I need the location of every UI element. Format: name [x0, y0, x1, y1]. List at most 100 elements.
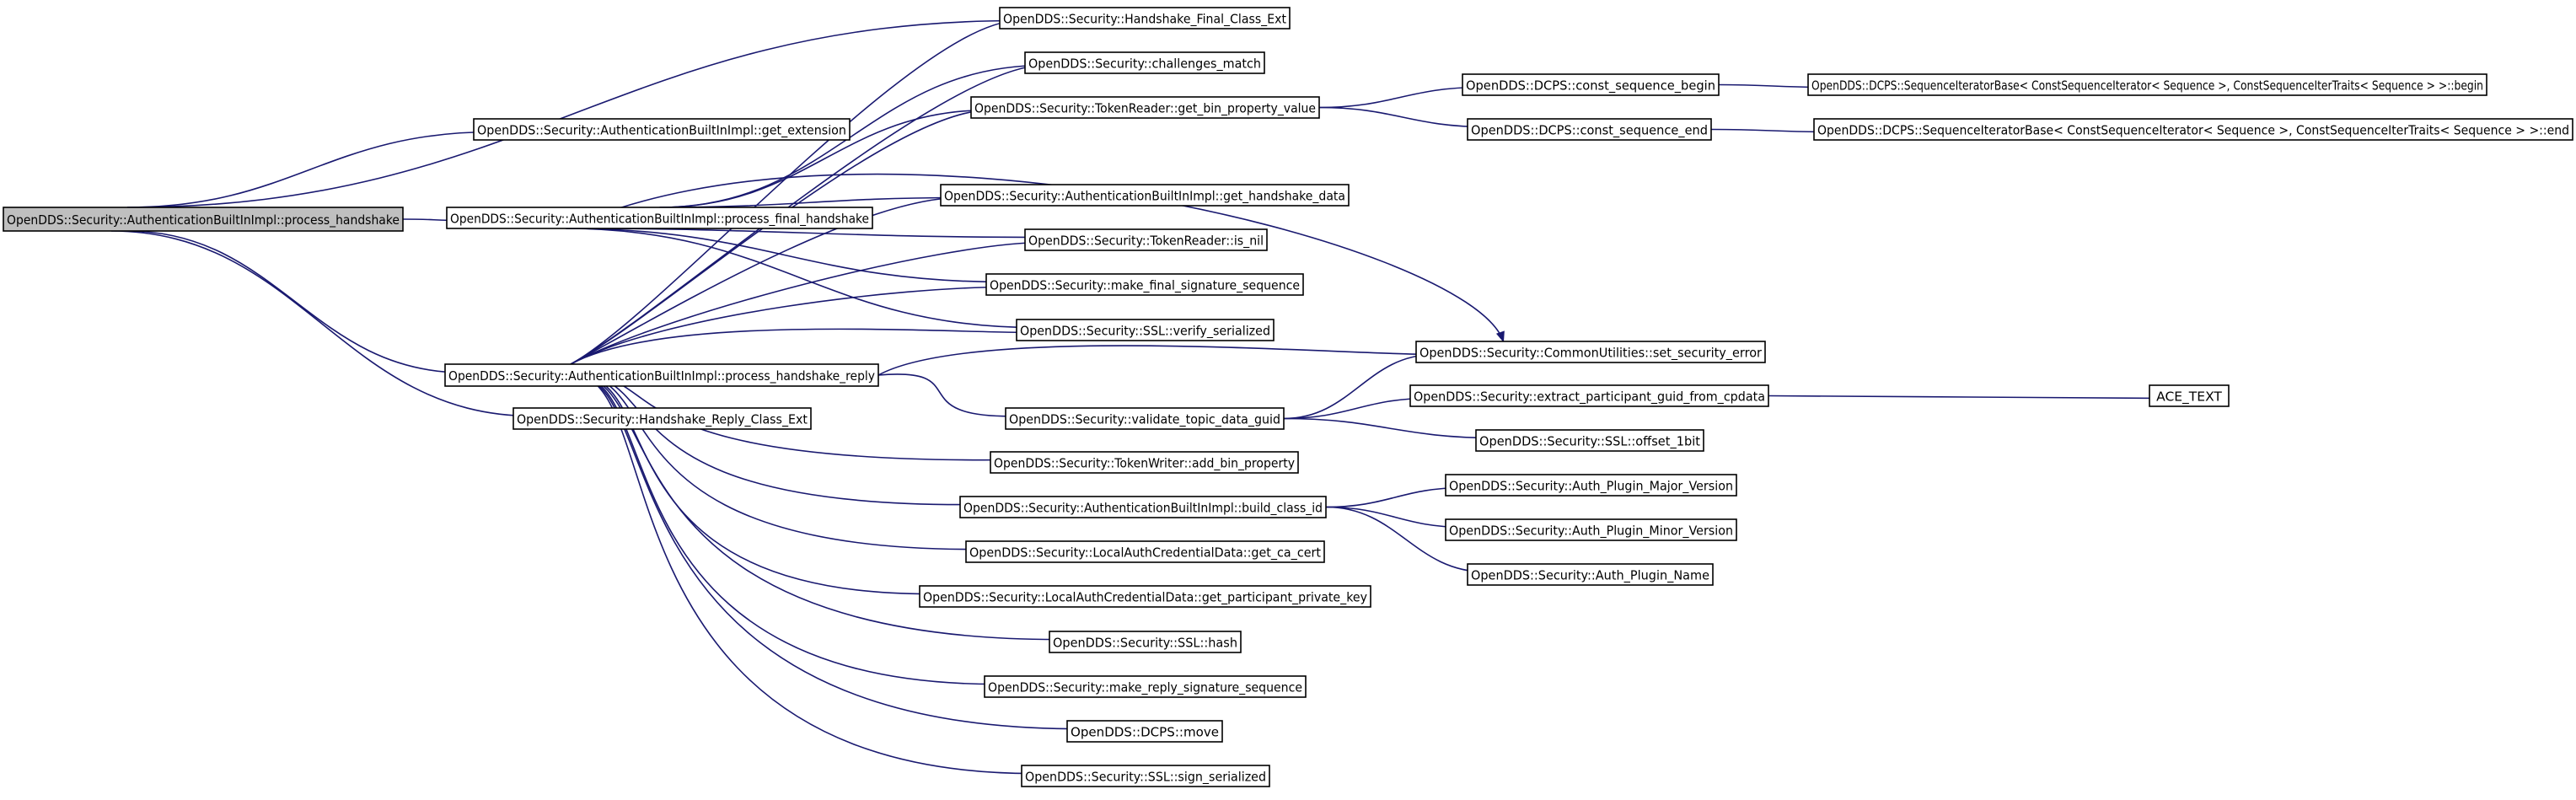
call-edge-build_class_id-to-auth_plugin_name — [1325, 506, 1488, 577]
edge-line — [126, 131, 493, 208]
node-label: OpenDDS::Security::AuthenticationBuiltIn… — [963, 501, 1323, 517]
node-label: OpenDDS::Security::Handshake_Final_Class… — [1003, 12, 1286, 28]
node-hash[interactable]: OpenDDS::Security::SSL::hash — [1049, 631, 1242, 653]
edge-line — [570, 328, 1036, 365]
node-auth-plugin-minor-version[interactable]: OpenDDS::Security::Auth_Plugin_Minor_Ver… — [1445, 518, 1737, 541]
node-label: OpenDDS::Security::Auth_Plugin_Minor_Ver… — [1449, 523, 1733, 540]
node-label: OpenDDS::Security::make_reply_signature_… — [988, 680, 1302, 696]
node-label: OpenDDS::Security::Auth_Plugin_Major_Ver… — [1449, 479, 1733, 495]
node-box — [1462, 73, 1720, 96]
node-root[interactable]: OpenDDS::Security::AuthenticationBuiltIn… — [3, 207, 404, 232]
node-add-bin-property[interactable]: OpenDDS::Security::TokenWriter::add_bin_… — [990, 451, 1299, 474]
node-box — [959, 496, 1327, 518]
node-get-participant-private-key[interactable]: OpenDDS::Security::LocalAuthCredentialDa… — [919, 585, 1371, 608]
node-const-sequence-end[interactable]: OpenDDS::DCPS::const_sequence_end — [1467, 118, 1712, 141]
node-label: OpenDDS::DCPS::const_sequence_begin — [1466, 78, 1715, 94]
edge-line — [110, 230, 533, 417]
edge-line — [126, 19, 1019, 208]
edge-line — [566, 228, 1036, 329]
node-box — [1021, 765, 1270, 787]
call-edge-process_handshake_reply-to-make_final_signature_sequence — [570, 282, 1006, 365]
node-get-extension[interactable]: OpenDDS::Security::AuthenticationBuiltIn… — [473, 118, 851, 141]
node-label: OpenDDS::Security::SSL::hash — [1053, 636, 1237, 651]
node-auth-plugin-name[interactable]: OpenDDS::Security::Auth_Plugin_Name — [1467, 563, 1714, 586]
edge-line — [570, 374, 1041, 775]
edge-line — [1318, 86, 1482, 109]
node-label: OpenDDS::DCPS::SequenceIteratorBase< Con… — [1817, 123, 2569, 138]
node-get-bin-property-value[interactable]: OpenDDS::Security::TokenReader::get_bin_… — [970, 96, 1320, 119]
edge-line — [1318, 106, 1487, 128]
call-edge-process_handshake_reply-to-set_security_error — [877, 345, 1436, 376]
edge-line — [1325, 506, 1465, 529]
edge-line — [570, 286, 1006, 365]
node-box — [1807, 73, 2487, 96]
node-ace-text[interactable]: ACE_TEXT — [2149, 384, 2230, 407]
node-label: OpenDDS::DCPS::const_sequence_end — [1471, 123, 1708, 139]
edge-line — [570, 373, 979, 506]
node-box — [1049, 631, 1242, 653]
node-verify-serialized[interactable]: OpenDDS::Security::SSL::verify_serialize… — [1016, 319, 1275, 341]
node-box — [513, 407, 812, 430]
edge-line — [877, 373, 1025, 417]
call-edge-process_final_handshake-to-make_final_signature_sequence — [566, 228, 1006, 287]
edge-line — [570, 196, 960, 365]
node-extract-participant-guid-from-cpdata[interactable]: OpenDDS::Security::extract_participant_g… — [1409, 384, 1769, 407]
node-label: OpenDDS::Security::Auth_Plugin_Name — [1471, 568, 1709, 584]
node-iter-end[interactable]: OpenDDS::DCPS::SequenceIteratorBase< Con… — [1813, 118, 2573, 141]
node-move[interactable]: OpenDDS::DCPS::move — [1066, 720, 1223, 743]
edge-line — [570, 374, 1004, 685]
node-sign-serialized[interactable]: OpenDDS::Security::SSL::sign_serialized — [1021, 765, 1270, 787]
edge-line — [659, 109, 990, 208]
edge-line — [1325, 506, 1487, 573]
node-box — [473, 118, 851, 141]
node-get-handshake-data[interactable]: OpenDDS::Security::AuthenticationBuiltIn… — [940, 184, 1350, 207]
call-edge-process_handshake_reply-to-validate_topic_data_guid — [877, 373, 1026, 421]
edge-line — [566, 228, 1006, 283]
node-challenges-match[interactable]: OpenDDS::Security::challenges_match — [1024, 51, 1265, 74]
node-box — [985, 273, 1304, 296]
node-is-nil[interactable]: OpenDDS::Security::TokenReader::is_nil — [1024, 228, 1268, 251]
node-box — [1467, 118, 1712, 141]
node-label: OpenDDS::Security::AuthenticationBuiltIn… — [448, 368, 875, 384]
node-handshake-reply-class-ext[interactable]: OpenDDS::Security::Handshake_Reply_Class… — [513, 407, 812, 430]
node-auth-plugin-major-version[interactable]: OpenDDS::Security::Auth_Plugin_Major_Ver… — [1445, 474, 1737, 497]
node-box — [444, 363, 879, 387]
node-box — [1467, 563, 1714, 586]
node-label: OpenDDS::Security::AuthenticationBuiltIn… — [450, 212, 869, 228]
node-label: OpenDDS::Security::challenges_match — [1028, 56, 1261, 72]
edge-line — [570, 241, 1044, 365]
node-label: OpenDDS::Security::extract_participant_g… — [1414, 389, 1765, 405]
node-set-security-error[interactable]: OpenDDS::Security::CommonUtilities::set_… — [1415, 341, 1766, 363]
edge-line — [570, 109, 990, 365]
node-const-sequence-begin[interactable]: OpenDDS::DCPS::const_sequence_begin — [1462, 73, 1720, 96]
edge-line — [1325, 486, 1465, 508]
node-label: OpenDDS::Security::LocalAuthCredentialDa… — [969, 545, 1321, 561]
node-label: OpenDDS::Security::AuthenticationBuiltIn… — [944, 189, 1345, 205]
node-offset-1bit[interactable]: OpenDDS::Security::SSL::offset_1bit — [1475, 429, 1704, 452]
node-build-class-id[interactable]: OpenDDS::Security::AuthenticationBuiltIn… — [959, 496, 1327, 518]
node-label: OpenDDS::Security::SSL::verify_serialize… — [1020, 324, 1270, 340]
node-box — [1813, 118, 2573, 141]
node-process-handshake-reply[interactable]: OpenDDS::Security::AuthenticationBuiltIn… — [444, 363, 879, 387]
node-label: OpenDDS::Security::LocalAuthCredentialDa… — [923, 590, 1367, 606]
node-get-ca-cert[interactable]: OpenDDS::Security::LocalAuthCredentialDa… — [965, 540, 1325, 563]
node-box — [1445, 518, 1737, 541]
edge-line — [1283, 397, 1430, 420]
node-label: OpenDDS::Security::Handshake_Reply_Class… — [517, 412, 808, 428]
node-layer: OpenDDS::Security::AuthenticationBuiltIn… — [3, 7, 2573, 787]
node-box — [1024, 51, 1265, 74]
node-validate-topic-data-guid[interactable]: OpenDDS::Security::validate_topic_data_g… — [1005, 407, 1285, 430]
node-make-final-signature-sequence[interactable]: OpenDDS::Security::make_final_signature_… — [985, 273, 1304, 296]
node-box — [999, 7, 1291, 30]
call-edge-get_bin_property_value-to-const_sequence_begin — [1318, 83, 1483, 109]
call-edge-process_handshake_reply-to-get_bin_property_value — [570, 105, 991, 365]
node-box — [446, 207, 873, 229]
node-label: OpenDDS::DCPS::SequenceIteratorBase< Con… — [1811, 78, 2483, 94]
call-edge-extract_participant_guid_from_cpdata-to-ace_text — [1768, 394, 2170, 403]
arrowhead-icon — [1495, 330, 1505, 343]
node-process-final-handshake[interactable]: OpenDDS::Security::AuthenticationBuiltIn… — [446, 207, 873, 229]
node-handshake-final-class-ext[interactable]: OpenDDS::Security::Handshake_Final_Class… — [999, 7, 1291, 30]
edge-line — [126, 230, 464, 373]
node-iter-begin[interactable]: OpenDDS::DCPS::SequenceIteratorBase< Con… — [1807, 73, 2487, 96]
node-make-reply-signature-sequence[interactable]: OpenDDS::Security::make_reply_signature_… — [984, 675, 1307, 698]
